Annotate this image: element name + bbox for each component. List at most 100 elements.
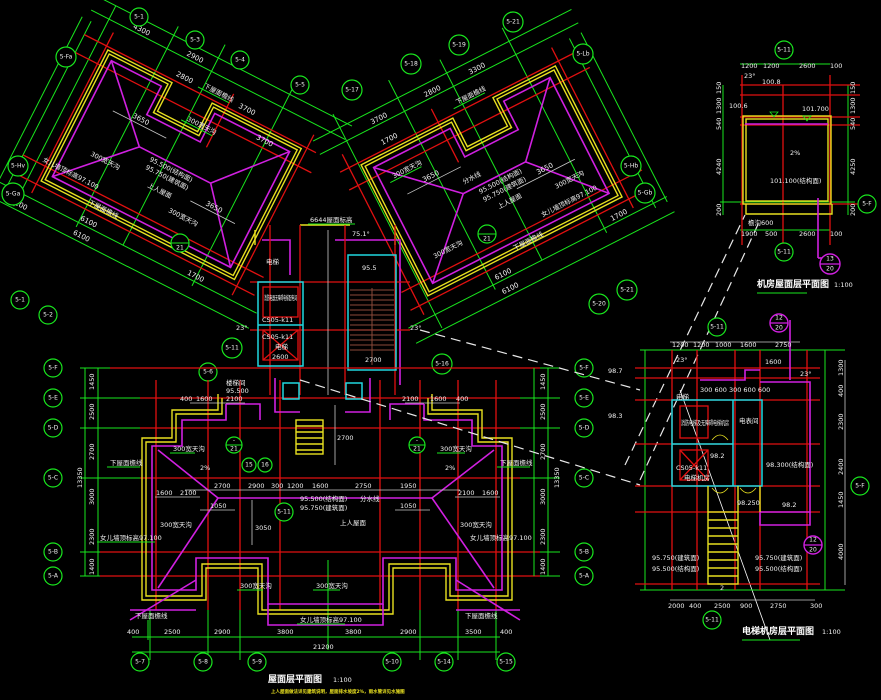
dim-text: 4240 <box>715 158 723 175</box>
axis-bubble-label: 5-9 <box>252 659 262 666</box>
axis-bubble-label: 5-E <box>579 395 589 402</box>
elevation-top: 95.500(结构面) <box>300 494 347 503</box>
side-dim: 3000 <box>539 488 547 505</box>
dim-text: 2750 <box>770 602 787 610</box>
side-total: 13350 <box>553 467 561 488</box>
axis-bubble-label: 5-11 <box>705 617 719 624</box>
left-wing-parapet <box>40 49 303 281</box>
central-core: 消防电器无障碍电梯配电间 CS05-k11 CS05-k11 电梯 电梯 260… <box>250 215 410 395</box>
axis-bubble-label: 5-B <box>48 549 58 556</box>
side-dim: 2700 <box>88 443 96 460</box>
dim-text: 2750 <box>355 482 372 490</box>
gutter-label: 300宽天沟 <box>160 520 192 529</box>
axis-bubble-label: 5-Hb <box>624 163 638 170</box>
dim-text: 2600 <box>799 230 816 238</box>
eave-label: 下屋面檐线 <box>454 83 487 106</box>
dim-text: 300 <box>810 602 822 610</box>
axis-bubble-label: 5-17 <box>345 87 359 94</box>
detail-sheet: 20 <box>775 325 783 332</box>
axis-bubble-label: 5-D <box>48 425 59 432</box>
axis-bubble-label: 5-5 <box>295 82 305 89</box>
gutter-label: 300宽天沟 <box>460 520 492 529</box>
side-dim: 1400 <box>539 558 547 575</box>
elevation-label: 95.500(结构面) <box>755 564 802 573</box>
detail-num: 16 <box>261 462 269 469</box>
gutter-label: 300宽天沟 <box>167 206 200 229</box>
elevation-bottom: 95.750(建筑面) <box>300 503 347 512</box>
elevator-label: 电梯 <box>266 257 280 266</box>
axis-bubble-label-5-ga: 5-Ga <box>6 191 21 198</box>
dim-text: 2300 <box>837 413 845 430</box>
dim-text: 200 <box>715 204 723 216</box>
elec-room-label: 电表间 <box>739 416 759 425</box>
detail-num: 21 <box>230 446 238 453</box>
dim-text: 1300 <box>837 359 845 376</box>
roof-plan-roof-outline <box>151 404 503 605</box>
ridge-label: 分水线 <box>360 494 380 503</box>
dim-text: 100 <box>830 230 842 238</box>
axis-bubble-label: 5-C <box>48 475 58 482</box>
detail-sheet: 20 <box>826 266 834 273</box>
axis-bubble-label: 5-Hv <box>11 163 25 170</box>
axis-bubble-label: 5-7 <box>135 659 145 666</box>
dim-text: 1000 <box>715 341 732 349</box>
eave-label: 下屋面檐线 <box>202 81 235 104</box>
left-wing-roof-outline <box>51 59 291 269</box>
landing-elev: 95.5 <box>362 264 376 272</box>
machine-roof-plan-scale: 1:100 <box>834 281 853 289</box>
roof-plan-title: 屋面层平面图 <box>268 674 322 685</box>
model-label: CS05-k11 <box>676 464 707 472</box>
axis-bubble-label: 5-2 <box>43 312 53 319</box>
roof-plan-note: 上人屋面做法详见建筑说明，屋面排水坡度2%，雨水管详见水施图 <box>271 688 405 695</box>
detail-num: 15 <box>245 462 253 469</box>
dim-text: 2100 <box>458 489 475 497</box>
dim-text: 2400 <box>837 458 845 475</box>
machine-roof-plan-title: 机房屋面层平面图 <box>757 278 829 290</box>
elevation-label: 101.700 <box>802 105 829 113</box>
landing-label: 楼梯间 <box>226 378 246 387</box>
axis-bubble-label: 5-14 <box>437 659 451 666</box>
elevation-label: 100.6 <box>729 102 748 110</box>
side-dim: 1450 <box>539 373 547 390</box>
dim-text: 2600 <box>272 353 289 361</box>
axis-bubble-label: 5-Lb <box>576 51 589 58</box>
axis-bubble-label: 5-10 <box>385 659 399 666</box>
parapet-label: 女儿墙顶标高97.100 <box>100 533 162 542</box>
dim-text: 2800 <box>175 70 195 85</box>
angle-label: 23° <box>676 356 688 364</box>
dim-text: 1450 <box>837 491 845 508</box>
roof-access-label: 上人屋面 <box>340 518 367 527</box>
elevation-label: 95.500(结构面) <box>652 564 699 573</box>
axis-bubble-label: 5-21 <box>506 19 520 26</box>
dim-text: 2100 <box>402 395 419 403</box>
dim-text: 1600 <box>312 482 329 490</box>
dim-text: 400 <box>456 395 468 403</box>
dim-text: 2700 <box>337 434 354 442</box>
elevator-room-plan: 1200 1200 1000 1600 2750 2000 400 2500 9… <box>608 313 870 641</box>
dim-text: 1600 <box>482 489 499 497</box>
elevation-label: 98.7 <box>608 367 622 375</box>
elevator-label: 电梯 <box>676 392 690 401</box>
dim-text: 1600 <box>740 341 757 349</box>
axis-bubble-label: 5-F <box>48 365 58 372</box>
detail-num: 12 <box>809 537 817 544</box>
dim-text: 1600 <box>156 489 173 497</box>
axis-bubble-label: 5-11 <box>777 47 791 54</box>
dim-text: 1050 <box>400 502 417 510</box>
dim-text: 1200 <box>741 62 758 70</box>
elevation-label: 95.750(建筑面) <box>755 553 802 562</box>
axis-bubble-label: 5-11 <box>225 345 239 352</box>
dim-text: 1300 <box>715 97 723 114</box>
eave-label: 下屋面檐线 <box>465 611 498 620</box>
room-elev: 98.300(结构面) <box>766 460 813 469</box>
side-dim: 1400 <box>88 558 96 575</box>
stair-core <box>347 254 397 371</box>
axis-bubble-label: 5-8 <box>198 659 208 666</box>
elevation-label: 101.100(结构面) <box>770 176 821 185</box>
roof-plan-axis-grid <box>80 367 560 660</box>
bottom-dim: 2900 <box>400 628 417 636</box>
dim-text: 400 <box>689 602 701 610</box>
dim-text: 200 <box>849 204 857 216</box>
dim-text: 2700 <box>214 482 231 490</box>
